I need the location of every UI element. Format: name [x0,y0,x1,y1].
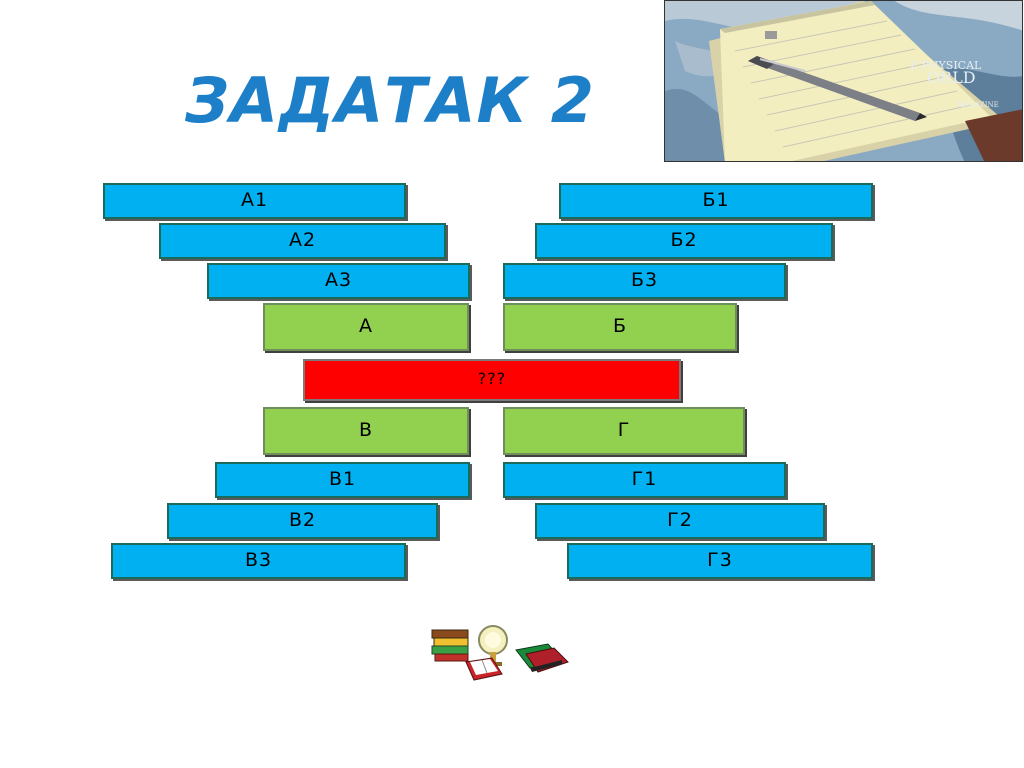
books-lamp-clipart [430,620,570,682]
tile-g3[interactable]: Г3 [567,543,873,579]
page-title: ЗАДАТАК 2 [185,64,595,137]
tile-b[interactable]: Б [503,303,737,351]
tile-a2[interactable]: A2 [159,223,446,259]
photo-text-1: E PHYSICAL [910,59,982,72]
tile-b2[interactable]: Б2 [535,223,833,259]
tile-v3[interactable]: В3 [111,543,406,579]
tile-g[interactable]: Г [503,407,745,455]
notepad-photo: E PHYSICAL ORLD MAGAZINE [664,0,1023,162]
book-stack-icon [431,629,469,662]
tile-v1[interactable]: В1 [215,462,470,498]
tile-a[interactable]: A [263,303,469,351]
tile-b1[interactable]: Б1 [559,183,873,219]
tile-center-question[interactable]: ??? [303,359,681,401]
open-book-icon [465,657,503,681]
photo-text-3: MAGAZINE [957,101,999,109]
photo-text-2: ORLD [927,68,976,87]
tile-g2[interactable]: Г2 [535,503,825,539]
tile-a3[interactable]: A3 [207,263,470,299]
tile-b3[interactable]: Б3 [503,263,786,299]
tile-a1[interactable]: A1 [103,183,406,219]
tile-g1[interactable]: Г1 [503,462,786,498]
lamp-icon [478,625,508,666]
tile-v[interactable]: В [263,407,469,455]
book-right-icon [515,643,569,673]
tile-v2[interactable]: В2 [167,503,438,539]
